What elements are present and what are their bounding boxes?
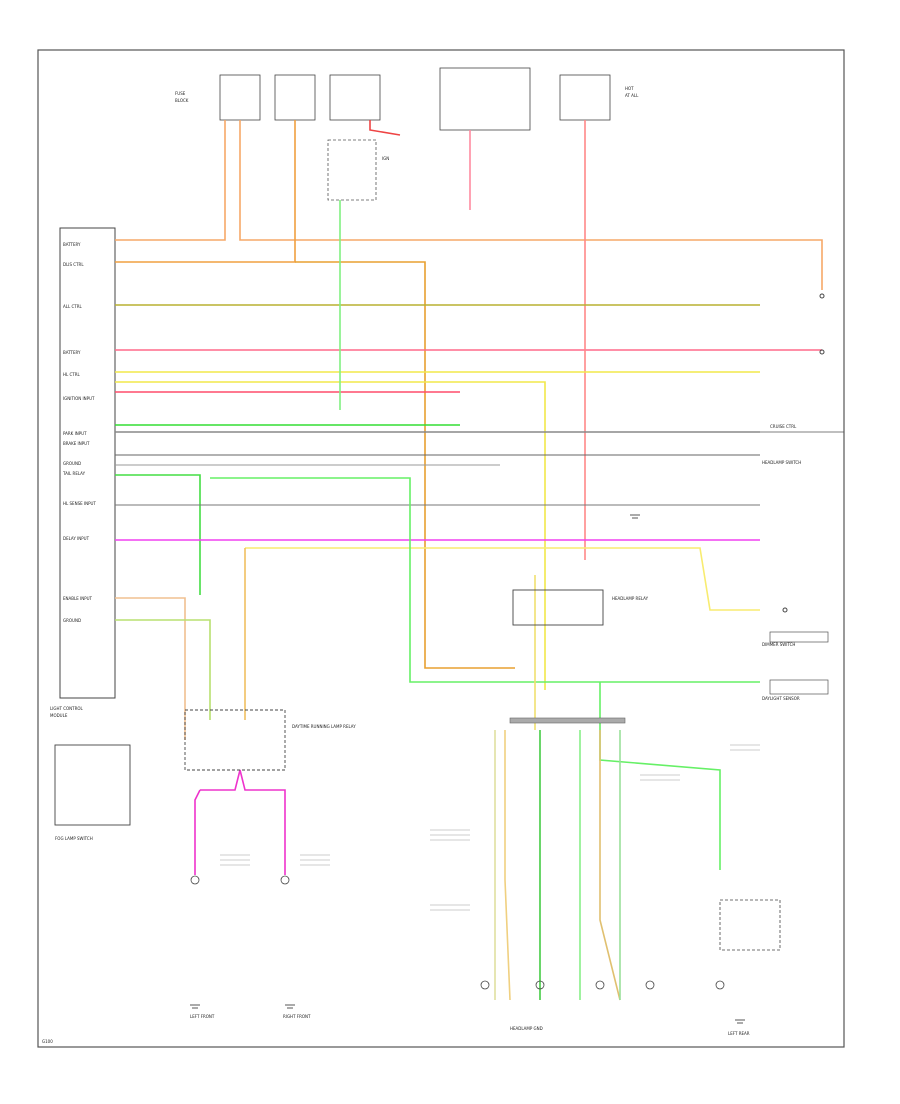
svg-text:BLOCK: BLOCK (175, 98, 189, 103)
svg-text:FUSE: FUSE (175, 91, 186, 96)
drl-relay-label: DAYTIME RUNNING LAMP RELAY (292, 724, 356, 729)
drl-relay-box (184, 709, 286, 771)
svg-text:DAYLIGHT SENSOR: DAYLIGHT SENSOR (762, 696, 800, 701)
fog-lamp-switch-label: FOG LAMP SWITCH (55, 836, 93, 841)
fog-lamp-switch-box (54, 744, 131, 826)
pin-label: DELAY INPUT (63, 536, 90, 541)
svg-text:LIGHT CONTROL: LIGHT CONTROL (50, 706, 84, 711)
splice-bar (509, 717, 626, 724)
ground-labels: LEFT FRONT RIGHT FRONT HEADLAMP GND LEFT… (42, 1014, 750, 1044)
svg-text:LEFT FRONT: LEFT FRONT (190, 1014, 215, 1019)
svg-text:AT ALL: AT ALL (625, 93, 639, 98)
pin-label: BRAKE INPUT (63, 441, 90, 446)
svg-text:HEADLAMP SWITCH: HEADLAMP SWITCH (762, 460, 801, 465)
annotation-blocks (220, 744, 760, 911)
top-fuse-text: FUSE BLOCK HOT AT ALL (175, 86, 639, 103)
control-module-pin-labels: BATTERY DLIS CTRL ALL CTRL BATTERY HL CT… (62, 242, 96, 623)
ground-symbols (190, 514, 745, 1024)
top-fuse-blocks (219, 67, 611, 131)
pin-label: ENABLE INPUT (63, 596, 93, 601)
right-switches: CRUISE CTRL HEADLAMP SWITCH DIMMER SWITC… (760, 293, 844, 701)
ignition-switch-box (327, 139, 377, 201)
pin-label: TAIL RELAY (62, 471, 86, 476)
pin-label: HL SENSE INPUT (63, 501, 96, 506)
ignition-switch-label: IGN (382, 156, 389, 161)
svg-text:HEADLAMP GND: HEADLAMP GND (510, 1026, 543, 1031)
svg-text:LEFT REAR: LEFT REAR (728, 1031, 750, 1036)
svg-text:MODULE: MODULE (50, 713, 68, 718)
diagram-frame (37, 49, 845, 1048)
pin-label: IGNITION INPUT (63, 396, 95, 401)
control-module-box (59, 227, 116, 699)
headlamp-relay-box (512, 589, 604, 626)
lamp-symbols (190, 875, 781, 990)
svg-text:HOT: HOT (625, 86, 634, 91)
pin-label: BATTERY (63, 350, 81, 355)
wires (115, 120, 823, 1001)
pin-label: GROUND (63, 618, 81, 623)
pin-label: PARK INPUT (63, 431, 87, 436)
pin-label: ALL CTRL (63, 304, 82, 309)
svg-text:CRUISE CTRL: CRUISE CTRL (770, 424, 797, 429)
pin-label: HL CTRL (63, 372, 81, 377)
pin-label: GROUND (63, 461, 81, 466)
headlamp-relay-label: HEADLAMP RELAY (612, 596, 649, 601)
svg-text:RIGHT FRONT: RIGHT FRONT (283, 1014, 311, 1019)
pin-label: BATTERY (63, 242, 81, 247)
module-caption: LIGHT CONTROL MODULE (50, 706, 84, 718)
svg-text:G100: G100 (42, 1039, 53, 1044)
svg-text:DIMMER SWITCH: DIMMER SWITCH (762, 642, 795, 647)
pin-label: DLIS CTRL (63, 262, 84, 267)
